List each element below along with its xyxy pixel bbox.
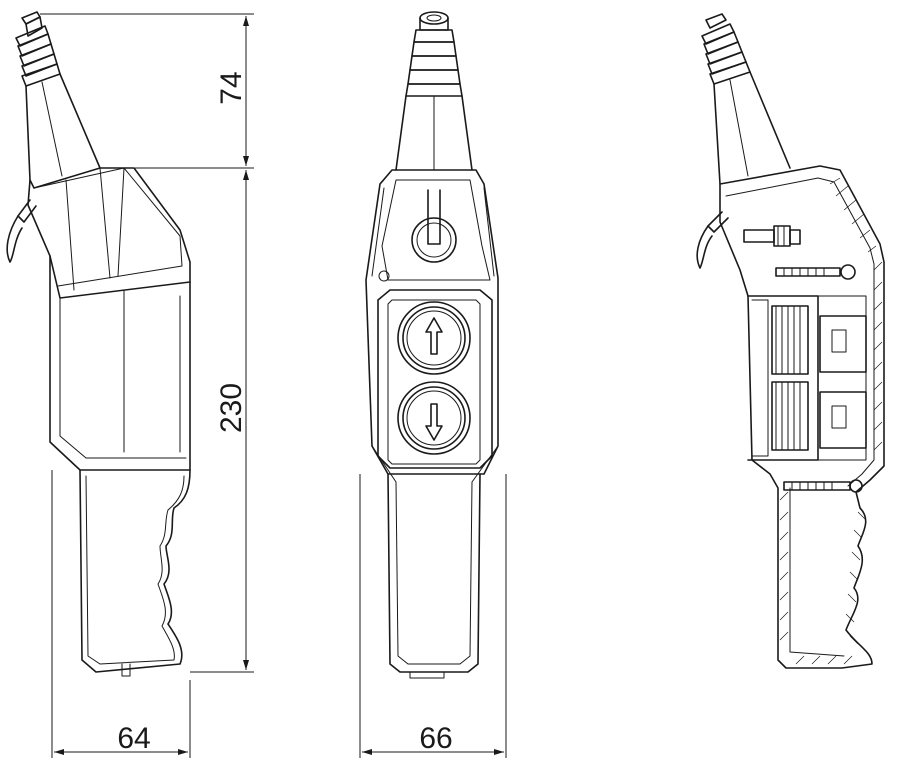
side-view [6, 11, 191, 677]
front-view [365, 11, 499, 679]
front-handle [371, 445, 499, 679]
section-housing [719, 165, 885, 669]
section-pin [696, 211, 729, 269]
dimension-66: 66 [419, 722, 452, 755]
section-cable-gland [701, 13, 791, 185]
side-cable-gland [15, 11, 101, 181]
front-button-panel [377, 289, 493, 469]
section-key-switch [743, 225, 801, 247]
front-upper-housing [365, 169, 499, 475]
arrow-down-icon [425, 403, 443, 441]
section-view [696, 13, 885, 669]
dimension-64: 64 [117, 722, 150, 755]
down-button[interactable] [397, 381, 471, 455]
section-screws [775, 264, 863, 493]
side-lower-body [49, 255, 191, 471]
side-pin [6, 199, 37, 263]
up-button[interactable] [397, 301, 471, 375]
dimension-74: 74 [215, 71, 248, 104]
side-upper-housing [27, 167, 191, 299]
front-cable-gland [395, 11, 473, 171]
arrow-up-icon [425, 317, 443, 355]
dimension-lines [40, 13, 507, 758]
side-handle [79, 469, 191, 677]
section-contact-block [747, 295, 867, 461]
dimension-230: 230 [215, 383, 248, 433]
